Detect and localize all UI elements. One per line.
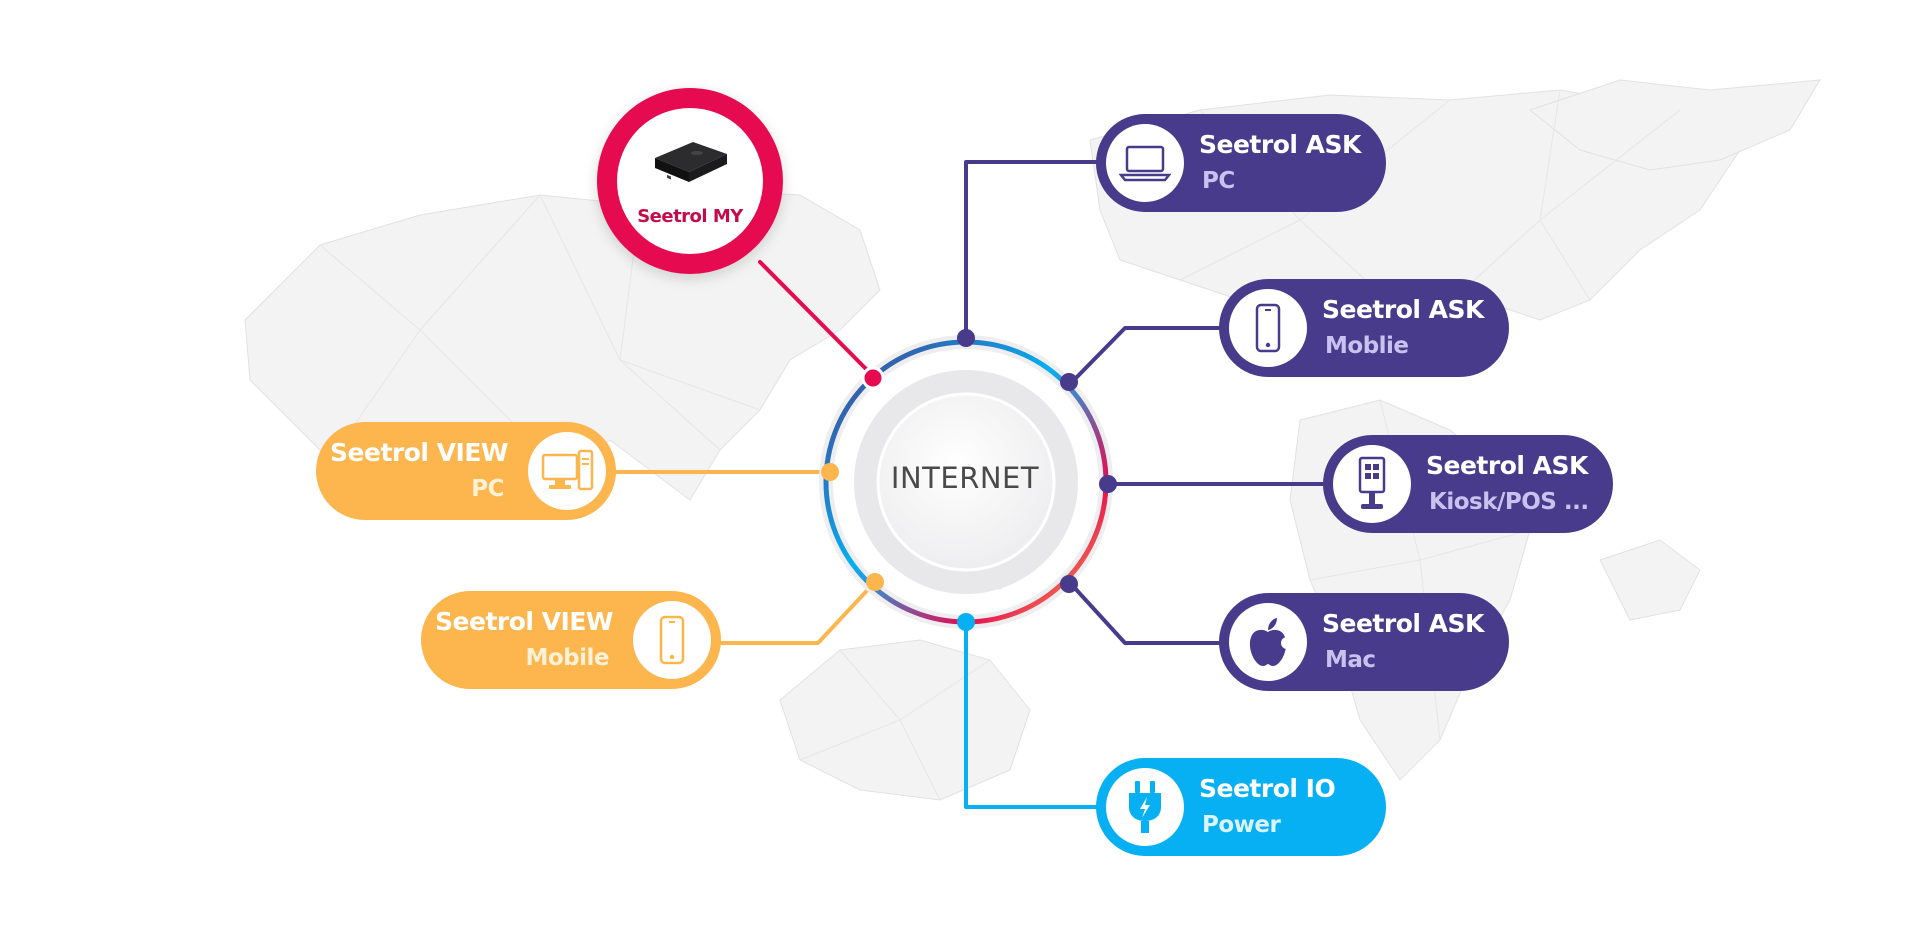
card-subtitle: Mobile bbox=[525, 645, 609, 671]
desktop-pc-icon bbox=[528, 432, 606, 510]
card-title: Seetrol VIEW bbox=[435, 607, 613, 636]
seetrol-ask-pc-card[interactable]: Seetrol ASK PC bbox=[1096, 114, 1386, 212]
card-subtitle: Moblie bbox=[1325, 333, 1409, 359]
line-ask-mobile bbox=[1070, 326, 1227, 384]
card-subtitle: Mac bbox=[1325, 647, 1376, 673]
card-title: Seetrol ASK bbox=[1199, 130, 1361, 159]
internet-hub bbox=[819, 335, 1113, 629]
card-title: Seetrol ASK bbox=[1426, 451, 1588, 480]
seetrol-view-mobile-card[interactable]: Seetrol VIEW Mobile bbox=[421, 591, 721, 689]
card-title: Seetrol ASK bbox=[1322, 295, 1484, 324]
device-box-icon bbox=[655, 142, 727, 182]
card-title: Seetrol ASK bbox=[1322, 609, 1484, 638]
hub-disc bbox=[876, 392, 1056, 572]
seetrol-my-label: Seetrol MY bbox=[637, 206, 743, 227]
internet-label: INTERNET bbox=[890, 461, 1040, 495]
seetrol-my-node[interactable]: Seetrol MY bbox=[597, 88, 783, 274]
seetrol-ask-mobile-card[interactable]: Seetrol ASK Moblie bbox=[1219, 279, 1509, 377]
seetrol-io-power-card[interactable]: Seetrol IO Power bbox=[1096, 758, 1386, 856]
kiosk-icon bbox=[1333, 445, 1411, 523]
connector-lines bbox=[598, 160, 1332, 809]
connector-dots bbox=[821, 329, 1117, 631]
line-ask-pc bbox=[964, 160, 1102, 340]
card-title: Seetrol IO bbox=[1199, 774, 1336, 803]
card-subtitle: Power bbox=[1202, 812, 1281, 838]
seetrol-ask-kiosk-card[interactable]: Seetrol ASK Kiosk/POS ... bbox=[1323, 435, 1613, 533]
laptop-icon bbox=[1106, 124, 1184, 202]
card-title: Seetrol VIEW bbox=[330, 438, 508, 467]
line-ask-mac bbox=[1070, 583, 1227, 645]
smartphone-icon bbox=[1229, 289, 1307, 367]
apple-icon bbox=[1229, 603, 1307, 681]
power-plug-icon bbox=[1106, 768, 1184, 846]
line-view-mobile bbox=[698, 580, 877, 645]
seetrol-view-pc-card[interactable]: Seetrol VIEW PC bbox=[316, 422, 616, 520]
line-io-power bbox=[964, 620, 1102, 809]
card-subtitle: PC bbox=[471, 476, 504, 502]
card-subtitle: Kiosk/POS ... bbox=[1429, 489, 1589, 515]
seetrol-ask-mac-card[interactable]: Seetrol ASK Mac bbox=[1219, 593, 1509, 691]
line-seetrol-my bbox=[758, 260, 877, 380]
smartphone-icon bbox=[633, 601, 711, 679]
card-subtitle: PC bbox=[1202, 168, 1235, 194]
